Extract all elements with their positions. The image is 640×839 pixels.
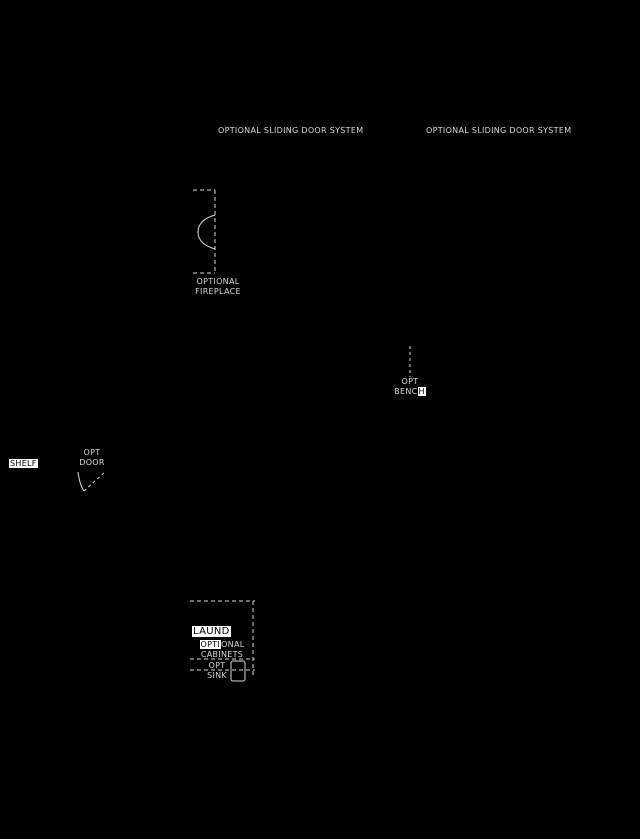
bench-label: OPT BENCH (393, 377, 427, 397)
cabinets-label-part-b: ONAL (221, 640, 245, 649)
fireplace-label-line1: OPTIONAL (196, 277, 240, 286)
bench-label-line2: BENCH (393, 387, 427, 397)
cabinets-label: OPTIONAL CABINETS (196, 640, 248, 660)
cabinets-label-part-a: OPTI (199, 640, 222, 649)
cabinets-label-line1: OPTIONAL (196, 640, 248, 650)
shelf-label-text: SHELF (9, 459, 38, 468)
sink-symbol (230, 660, 246, 682)
sliding-door-label-2: OPTIONAL SLIDING DOOR SYSTEM (426, 126, 572, 135)
door-label: OPT DOOR (76, 448, 108, 468)
fireplace-symbol (193, 189, 216, 274)
cabinets-label-line2: CABINETS (200, 650, 244, 659)
bench-label-part-a: BENC (394, 387, 418, 396)
sink-label-line1: OPT (208, 661, 226, 670)
door-swing-symbol (77, 470, 107, 492)
bench-label-part-b: H (417, 387, 426, 396)
fireplace-label-line2: FIREPLACE (195, 287, 241, 296)
sink-label: OPT SINK (202, 661, 232, 681)
shelf-label: SHELF (9, 459, 38, 469)
sliding-door-label-1: OPTIONAL SLIDING DOOR SYSTEM (218, 126, 364, 135)
door-label-line1: OPT (83, 448, 101, 457)
sink-label-line2: SINK (207, 671, 227, 680)
laundry-label-text: LAUND (192, 626, 231, 637)
fireplace-label: OPTIONAL FIREPLACE (192, 277, 244, 297)
door-label-line2: DOOR (79, 458, 105, 467)
laundry-dashed-lines (190, 600, 255, 675)
bench-label-line1: OPT (401, 377, 419, 386)
laundry-label: LAUND (192, 626, 231, 638)
